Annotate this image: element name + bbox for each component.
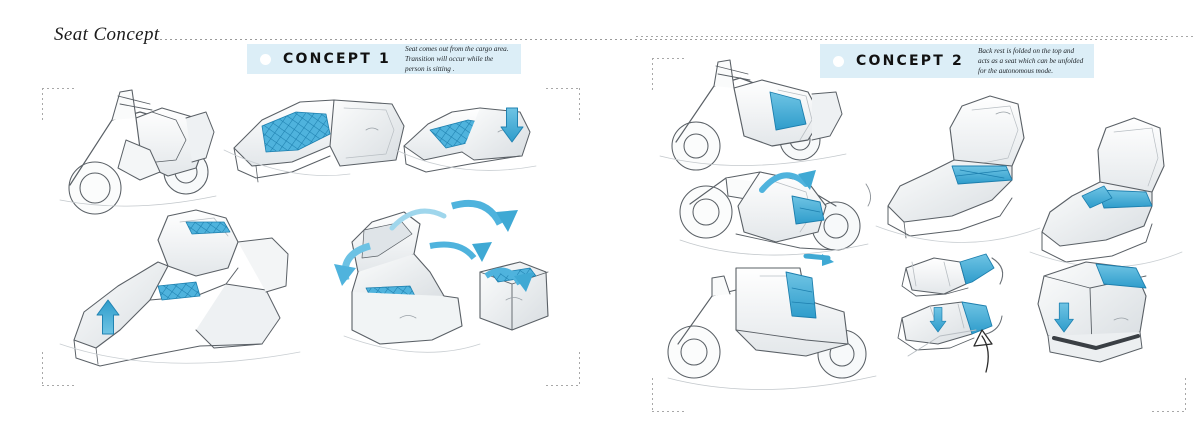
concept-1-label: CONCEPT 1 (283, 51, 391, 67)
concept-2-caption: Back rest is folded on the top and acts … (977, 46, 1084, 76)
concept-2-bullet-icon (833, 55, 844, 67)
crop-bracket-right-bottom-right (1152, 378, 1186, 412)
crop-bracket-left-bottom-left (42, 352, 76, 386)
concept-2-banner[interactable]: CONCEPT 2 Back rest is folded on the top… (820, 44, 1094, 78)
crop-bracket-right-top-left (652, 58, 686, 92)
crop-bracket-left-bottom-right (546, 352, 580, 386)
crop-bracket-right-bottom-left (652, 378, 686, 412)
right-panel-top-rule (636, 36, 1196, 37)
concept-1-caption: Seat comes out from the cargo area. Tran… (404, 44, 509, 74)
page-title: Seat Concept (54, 24, 160, 45)
concept-2-label: CONCEPT 2 (856, 53, 964, 69)
crop-bracket-left-top-right (546, 88, 580, 122)
crop-bracket-left-top-left (42, 88, 76, 122)
concept-1-banner[interactable]: CONCEPT 1 Seat comes out from the cargo … (247, 44, 521, 74)
title-dotted-rule (160, 39, 1170, 40)
concept-1-bullet-icon (260, 53, 271, 65)
